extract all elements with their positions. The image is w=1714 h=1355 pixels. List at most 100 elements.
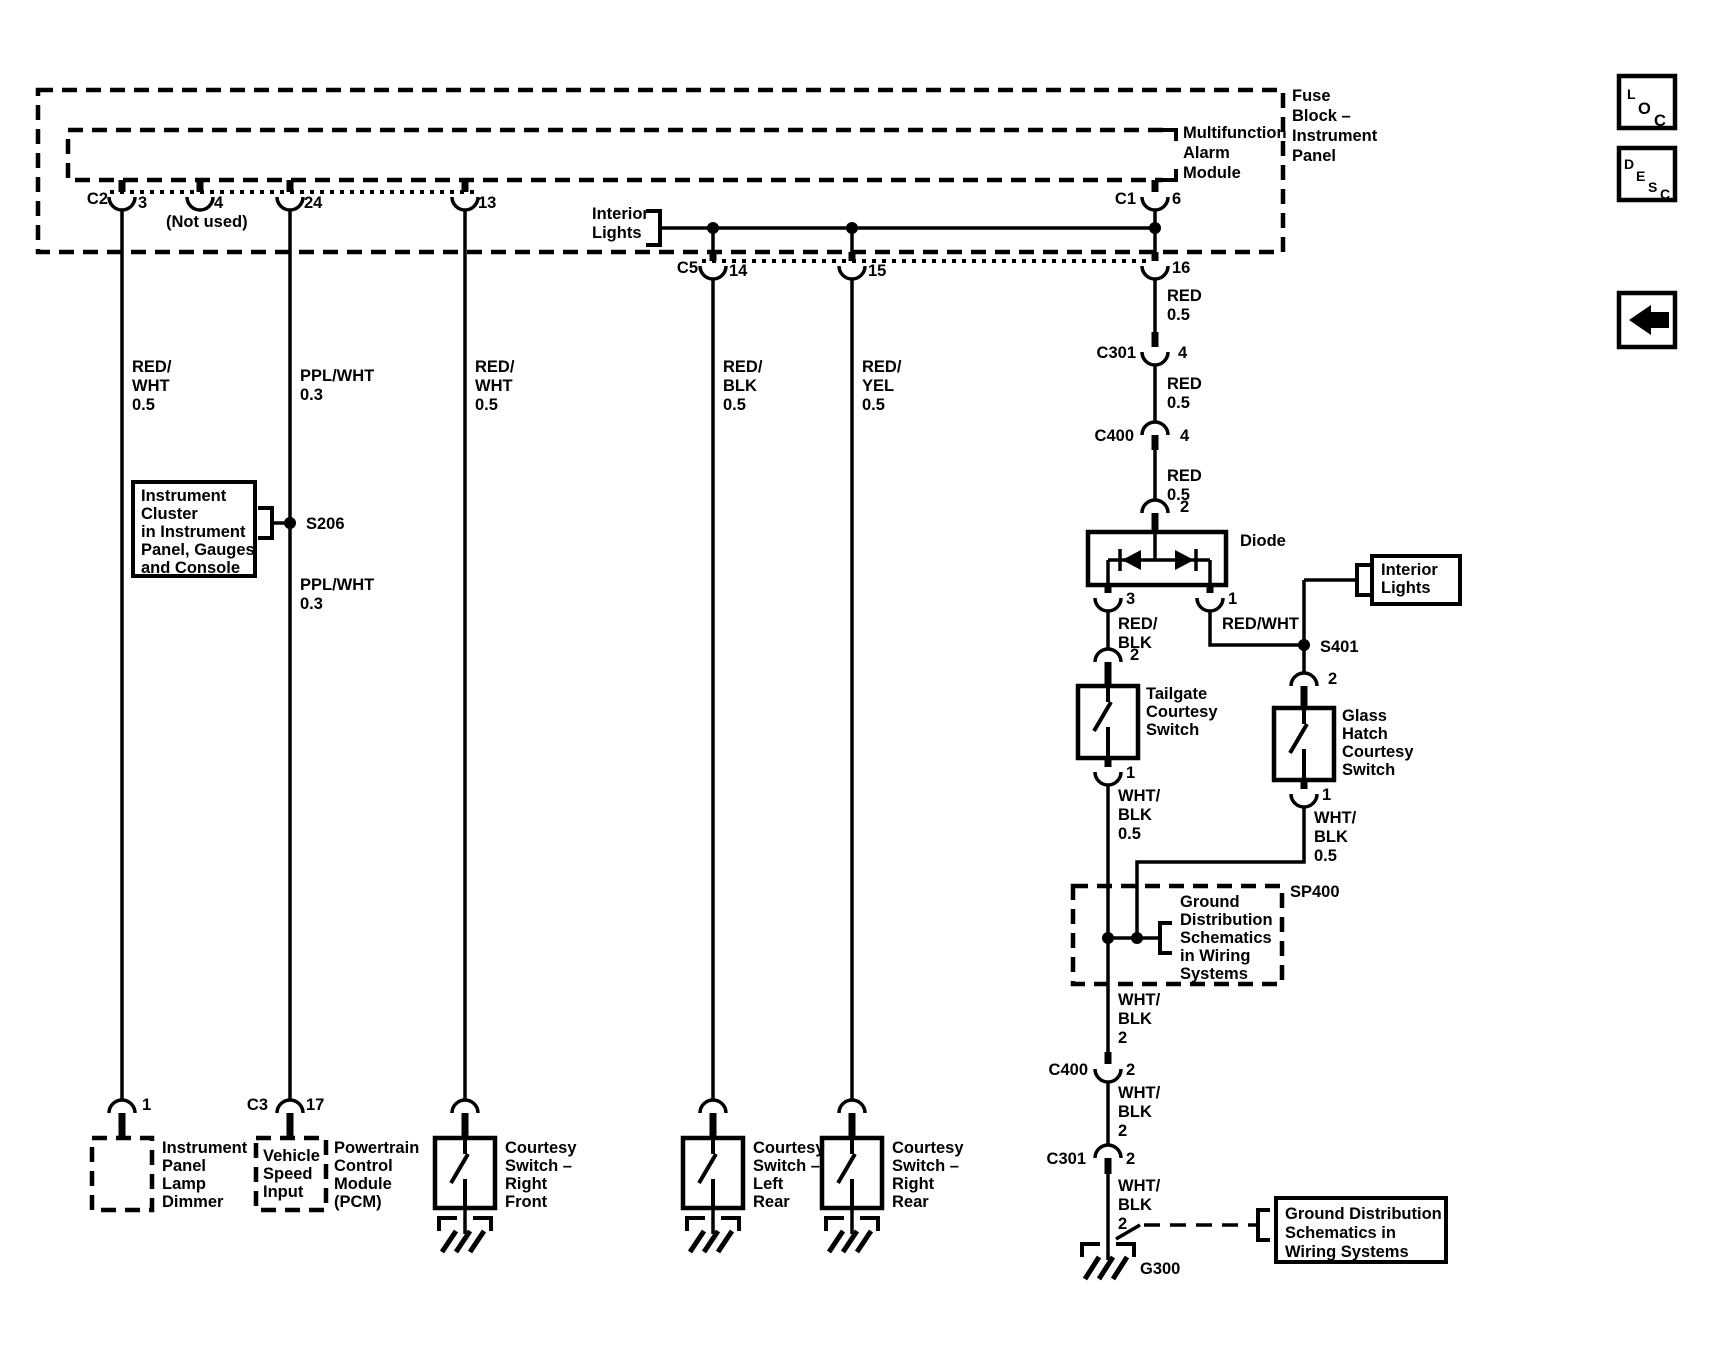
wire-label: WHT/: [1314, 809, 1357, 827]
wire-label: BLK: [1118, 634, 1152, 652]
component-label: Control: [334, 1157, 393, 1175]
diode-output-wires: RED/ BLK RED/WHT S401: [1106, 611, 1359, 656]
wire-label: 2: [1118, 1215, 1127, 1233]
wire-label: 0.5: [723, 396, 746, 414]
loc-button-letter: O: [1638, 100, 1651, 118]
pin-number: 1: [1322, 786, 1331, 804]
component-label: Powertrain: [334, 1139, 419, 1157]
g300-ground: G300: [1080, 1242, 1180, 1281]
pin-note: (Not used): [166, 213, 248, 231]
switch-label: Courtesy: [505, 1139, 577, 1157]
fuse-block-label: Panel: [1292, 147, 1336, 165]
wire-labels-columns: RED/ WHT 0.5 PPL/WHT 0.3 RED/ WHT 0.5 RE…: [132, 358, 902, 613]
pin-number: 24: [304, 194, 323, 212]
loc-button-letter: L: [1627, 86, 1636, 102]
alarm-module-label: Module: [1183, 164, 1241, 182]
pin-number: 4: [214, 194, 224, 212]
wire-label: WHT/: [1118, 1177, 1161, 1195]
wire-label: PPL/WHT: [300, 576, 374, 594]
wire-label: RED: [1167, 467, 1202, 485]
wire-label: 0.5: [1167, 394, 1190, 412]
switch-label: Courtesy: [892, 1139, 964, 1157]
wire-label: YEL: [862, 377, 894, 395]
wire-label: 0.5: [1314, 847, 1337, 865]
wire-label: PPL/WHT: [300, 367, 374, 385]
ground-symbol: [721, 1216, 741, 1231]
back-arrow-icon: [1629, 305, 1669, 335]
switch-blade: [449, 1152, 470, 1185]
loc-button-letter: C: [1654, 112, 1666, 130]
wire-label: BLK: [1118, 1010, 1152, 1028]
pin-number: 1: [1228, 590, 1237, 608]
wire-label: BLK: [1314, 828, 1348, 846]
sp400-splice-box: SP400 Ground Distribution Schematics in …: [1070, 883, 1340, 987]
component-label: Panel: [162, 1157, 206, 1175]
diode-label: Diode: [1240, 532, 1286, 550]
interior-lights-label: Interior: [592, 205, 649, 223]
desc-button[interactable]: D E S C: [1616, 145, 1678, 203]
connector-label: C5: [677, 259, 698, 277]
pin-number: 14: [729, 262, 748, 280]
connector-label: C3: [247, 1096, 268, 1114]
splice-label: SP400: [1290, 883, 1340, 901]
fuse-block-label: Instrument: [1292, 127, 1378, 145]
component-label: (PCM): [334, 1193, 382, 1211]
pin-number: 2: [1130, 646, 1139, 664]
diode-symbol-right: [1175, 550, 1194, 570]
switch-label: Switch: [1146, 721, 1199, 739]
wire-label: WHT: [475, 377, 513, 395]
courtesy-switch-left-rear: Courtesy Switch – Left Rear: [680, 1098, 825, 1254]
ground-symbol: [685, 1216, 705, 1231]
alarm-module-label: Alarm: [1183, 144, 1230, 162]
pin-number: 13: [478, 194, 496, 212]
cluster-label: Panel, Gauges: [141, 541, 255, 559]
alarm-module-label: Multifunction: [1183, 124, 1287, 142]
wire-label: RED/: [475, 358, 515, 376]
ground-dist-label: Distribution: [1180, 911, 1273, 929]
wire-label: RED/: [862, 358, 902, 376]
wire-label: RED/: [1118, 615, 1158, 633]
loc-button[interactable]: L O C: [1616, 73, 1678, 131]
switch-label: Right: [505, 1175, 548, 1193]
wire-label: WHT/: [1118, 787, 1161, 805]
ground-distribution-callout: Ground Distribution Schematics in Wiring…: [1115, 1196, 1448, 1264]
label-bracket: [1256, 1208, 1270, 1242]
component-label: Instrument: [162, 1139, 248, 1157]
switch-label: Rear: [892, 1193, 929, 1211]
wire-label: 0.5: [1118, 825, 1141, 843]
back-button[interactable]: [1616, 290, 1678, 350]
wire-label: WHT: [132, 377, 170, 395]
interior-lights-label: Interior: [1381, 561, 1438, 579]
component-label: Lamp: [162, 1175, 206, 1193]
component-label: Module: [334, 1175, 392, 1193]
alarm-module-box: Multifunction Alarm Module: [65, 124, 1287, 183]
connector-label: C400: [1095, 427, 1134, 445]
ground-dist-label: in Wiring: [1180, 947, 1250, 965]
splice-label: S206: [306, 515, 345, 533]
wire-label: BLK: [1118, 1196, 1152, 1214]
switch-label: Front: [505, 1193, 548, 1211]
glass-hatch-courtesy-switch: 2 Glass Hatch Courtesy Switch 1 WHT/ BLK…: [1135, 670, 1414, 938]
ground-symbol: [860, 1216, 880, 1231]
pin-number: 2: [1126, 1061, 1135, 1079]
interior-lights-callout-right: Interior Lights: [1302, 554, 1462, 673]
switch-label: Right: [892, 1175, 935, 1193]
pin-number: 17: [306, 1096, 324, 1114]
wire-label: RED: [1167, 375, 1202, 393]
switch-label: Rear: [753, 1193, 790, 1211]
pin-number: 2: [1180, 498, 1189, 516]
connector-label: C400: [1049, 1061, 1088, 1079]
ground-symbol: [473, 1216, 493, 1231]
pin-number: 2: [1126, 1150, 1135, 1168]
ground-dist-label: Schematics: [1180, 929, 1272, 947]
desc-button-letter: D: [1624, 156, 1634, 172]
splice-dot-s206: [284, 517, 296, 529]
switch-label: Courtesy: [1146, 703, 1218, 721]
wire-label: WHT/: [1118, 991, 1161, 1009]
ground-symbol: [1116, 1242, 1136, 1257]
courtesy-switch-right-front: Courtesy Switch – Right Front: [432, 1098, 577, 1254]
ground-symbol: [824, 1216, 844, 1231]
wire-label: 0.3: [300, 386, 323, 404]
